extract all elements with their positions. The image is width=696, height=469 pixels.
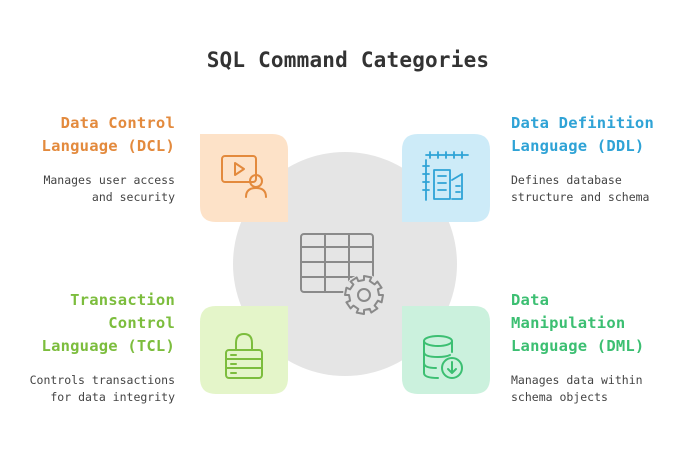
dcl-heading-line: Language (DCL) bbox=[41, 137, 175, 155]
center-circle bbox=[233, 152, 457, 376]
dml-heading-line: Manipulation bbox=[511, 314, 626, 332]
dml-description-line: schema objects bbox=[511, 390, 608, 404]
blueprint-icon bbox=[422, 151, 469, 201]
dml-description: Manages data within schema objects bbox=[511, 372, 681, 406]
ddl-description-line: structure and schema bbox=[511, 190, 650, 204]
dcl-petal bbox=[200, 134, 288, 222]
dml-description-line: Manages data within bbox=[511, 373, 643, 387]
dml-heading-line: Language (DML) bbox=[511, 337, 645, 355]
database-download-icon bbox=[423, 335, 463, 379]
tcl-description-line: for data integrity bbox=[50, 390, 175, 404]
ddl-petal bbox=[402, 134, 490, 222]
dml-petal bbox=[402, 306, 490, 394]
video-user-icon bbox=[221, 155, 267, 198]
dml-heading-line: Data bbox=[511, 291, 550, 309]
ddl-description-line: Defines database bbox=[511, 173, 622, 187]
tcl-description: Controls transactions for data integrity bbox=[5, 372, 175, 406]
dcl-heading-line: Data Control bbox=[60, 114, 175, 132]
tcl-description-line: Controls transactions bbox=[29, 373, 175, 387]
ddl-heading-line: Data Definition bbox=[511, 114, 654, 132]
tcl-heading-line: Transaction bbox=[70, 291, 175, 309]
ddl-heading-line: Language (DDL) bbox=[511, 137, 645, 155]
tcl-heading-line: Language (TCL) bbox=[41, 337, 175, 355]
gear-icon bbox=[344, 275, 384, 315]
diagram-title: SQL Command Categories bbox=[206, 48, 490, 72]
ddl-description: Defines database structure and schema bbox=[511, 172, 681, 206]
gear-hole bbox=[357, 288, 371, 302]
dcl-description: Manages user access and security bbox=[5, 172, 175, 206]
server-lock-icon bbox=[225, 333, 263, 379]
dcl-description-line: Manages user access bbox=[43, 173, 175, 187]
table-gear-icon bbox=[300, 233, 385, 316]
tcl-heading-line: Control bbox=[108, 314, 175, 332]
dcl-description-line: and security bbox=[91, 190, 175, 204]
